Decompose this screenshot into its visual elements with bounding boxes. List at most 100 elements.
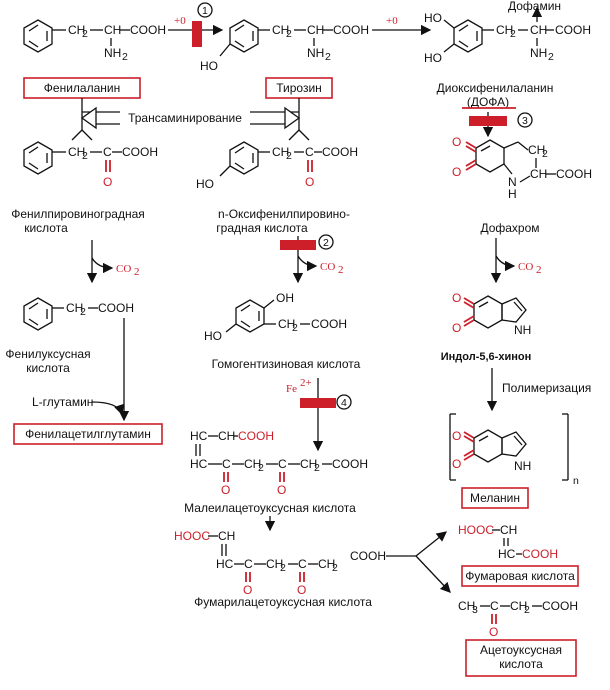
svg-text:CH: CH xyxy=(496,23,513,37)
fumarylacetoacetic-label: Фумарилацетоуксусная кислота xyxy=(194,595,372,609)
svg-text:CH: CH xyxy=(318,557,335,571)
tyrosine-label: Тирозин xyxy=(276,81,322,95)
svg-text:C: C xyxy=(278,457,287,471)
transamination-label: Трансаминирование xyxy=(128,111,242,125)
maleylacetoacetic-structure: HC CH COOH HC C CH2 C CH2 COOH O O xyxy=(190,429,368,497)
acetoacetic-box xyxy=(465,639,577,677)
svg-text:2: 2 xyxy=(280,562,286,574)
dopa-label: Диоксифенилаланин xyxy=(437,81,554,95)
phenylacetic-label: Фенилуксусная xyxy=(5,347,90,361)
phenylalanine-label: Фенилаланин xyxy=(44,81,120,95)
svg-text:COOH: COOH xyxy=(333,23,369,37)
svg-text:C: C xyxy=(103,145,112,159)
svg-text:COOH: COOH xyxy=(122,145,158,159)
phenylacetylglutamine-label: Фенилацетилглутамин xyxy=(25,427,151,441)
svg-text:CH: CH xyxy=(530,23,547,37)
svg-text:CH: CH xyxy=(272,23,289,37)
svg-text:2: 2 xyxy=(82,28,88,40)
svg-text:CH: CH xyxy=(510,599,527,613)
split-arrow-fumarate xyxy=(415,531,448,557)
homogentisic-label: Гомогентизиновая кислота xyxy=(212,357,361,371)
acetoacetic-structure: CH3 C CH2 COOH O xyxy=(458,599,578,639)
hydroxyphenylpyruvic-structure: HO CH2 C COOH O xyxy=(196,141,358,191)
homogentisic-structure: OH HO CH2 COOH xyxy=(204,291,347,343)
enzyme-block-1 xyxy=(192,21,202,47)
svg-text:HC: HC xyxy=(190,429,208,443)
dopachrome-label: Дофахром xyxy=(480,221,539,235)
svg-text:кислота: кислота xyxy=(26,361,70,375)
dopamine-label: Дофамин xyxy=(508,0,561,13)
phenylpyruvic-structure: CH2 C COOH O xyxy=(23,141,158,189)
svg-text:O: O xyxy=(452,321,461,335)
svg-text:O: O xyxy=(297,583,306,597)
svg-text:HO: HO xyxy=(424,11,442,25)
svg-text:C: C xyxy=(222,457,231,471)
svg-text:H: H xyxy=(508,187,517,201)
svg-text:CO: CO xyxy=(518,261,533,273)
svg-text:Fe: Fe xyxy=(286,383,297,395)
fragment-cooh: COOH xyxy=(350,549,386,563)
svg-text:CH: CH xyxy=(218,529,235,543)
svg-text:COOH: COOH xyxy=(238,429,274,443)
phenylacetic-structure: CH2 COOH xyxy=(23,297,134,331)
svg-text:HC: HC xyxy=(190,457,208,471)
indolequinone-structure: O O NH xyxy=(452,291,531,337)
svg-text:C: C xyxy=(305,145,314,159)
svg-text:2: 2 xyxy=(292,322,298,334)
svg-text:COOH: COOH xyxy=(332,457,368,471)
svg-text:2: 2 xyxy=(80,306,86,318)
maleylacetoacetic-label: Малеилацетоуксусная кислота xyxy=(184,501,356,515)
transamination-arrow xyxy=(71,98,310,141)
enzyme-block-3 xyxy=(469,116,507,126)
svg-text:HOOC: HOOC xyxy=(174,529,210,543)
svg-text:CH: CH xyxy=(68,145,85,159)
svg-text:O: O xyxy=(305,175,314,189)
svg-text:CH: CH xyxy=(272,145,289,159)
svg-text:2: 2 xyxy=(325,51,331,63)
svg-text:NH: NH xyxy=(307,46,324,60)
dopachrome-structure: O O CH2 CH COOH N H xyxy=(452,135,592,201)
fumaric-box xyxy=(461,565,579,587)
svg-text:O: O xyxy=(452,165,461,179)
svg-text:CH: CH xyxy=(278,317,295,331)
svg-text:2+: 2+ xyxy=(300,377,312,389)
svg-text:CH: CH xyxy=(104,23,121,37)
svg-text:O: O xyxy=(489,625,498,639)
svg-text:C: C xyxy=(244,557,253,571)
svg-text:2: 2 xyxy=(548,51,554,63)
fumaric-structure: HOOC CH HC COOH xyxy=(458,523,558,561)
svg-text:1: 1 xyxy=(202,5,208,17)
svg-text:CH: CH xyxy=(300,457,317,471)
svg-text:2: 2 xyxy=(258,462,264,474)
svg-text:CH: CH xyxy=(528,143,545,157)
svg-text:O: O xyxy=(452,135,461,149)
phenylpyruvic-label: Фенилпировиноградная xyxy=(11,207,145,221)
step-4-marker xyxy=(336,394,352,410)
svg-text:COOH: COOH xyxy=(522,547,558,561)
svg-text:3: 3 xyxy=(472,604,478,616)
svg-text:COOH: COOH xyxy=(322,145,358,159)
svg-text:HO: HO xyxy=(424,51,442,65)
svg-text:O: O xyxy=(103,175,112,189)
svg-text:O: O xyxy=(452,429,461,443)
svg-text:COOH: COOH xyxy=(542,599,578,613)
split-arrow-acetoacetate xyxy=(415,555,451,593)
enzyme-block-4 xyxy=(300,398,336,408)
svg-text:C: C xyxy=(298,557,307,571)
svg-text:NH: NH xyxy=(104,46,121,60)
svg-text:CH: CH xyxy=(244,457,261,471)
svg-text:HC: HC xyxy=(498,547,516,561)
svg-text:O: O xyxy=(452,457,461,471)
oxygen-reagent-1: +0 xyxy=(174,15,186,27)
svg-text:O: O xyxy=(452,291,461,305)
svg-text:O: O xyxy=(277,483,286,497)
phenylacetylglutamine-box xyxy=(13,423,163,445)
svg-text:2: 2 xyxy=(332,562,338,574)
svg-text:4: 4 xyxy=(341,397,347,409)
svg-text:2: 2 xyxy=(286,28,292,40)
svg-text:2: 2 xyxy=(542,148,548,160)
melanin-structure: O O NH n xyxy=(449,413,579,487)
